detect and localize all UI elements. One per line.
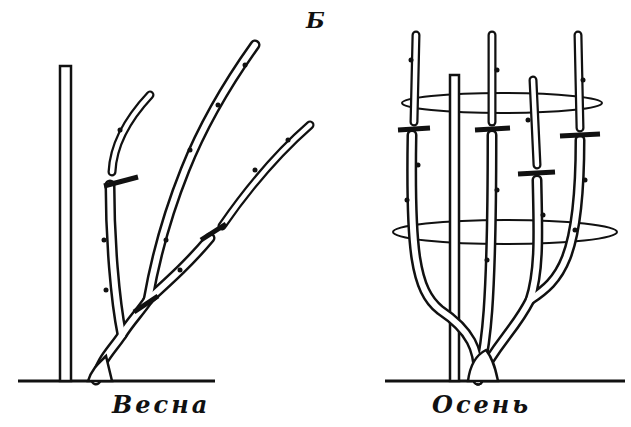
season-caption: Осень — [432, 392, 531, 418]
season-caption: Весна — [112, 392, 210, 418]
figure-letter: Б — [306, 8, 325, 32]
autumn-vine — [385, 35, 625, 381]
spring-vine — [18, 45, 310, 381]
